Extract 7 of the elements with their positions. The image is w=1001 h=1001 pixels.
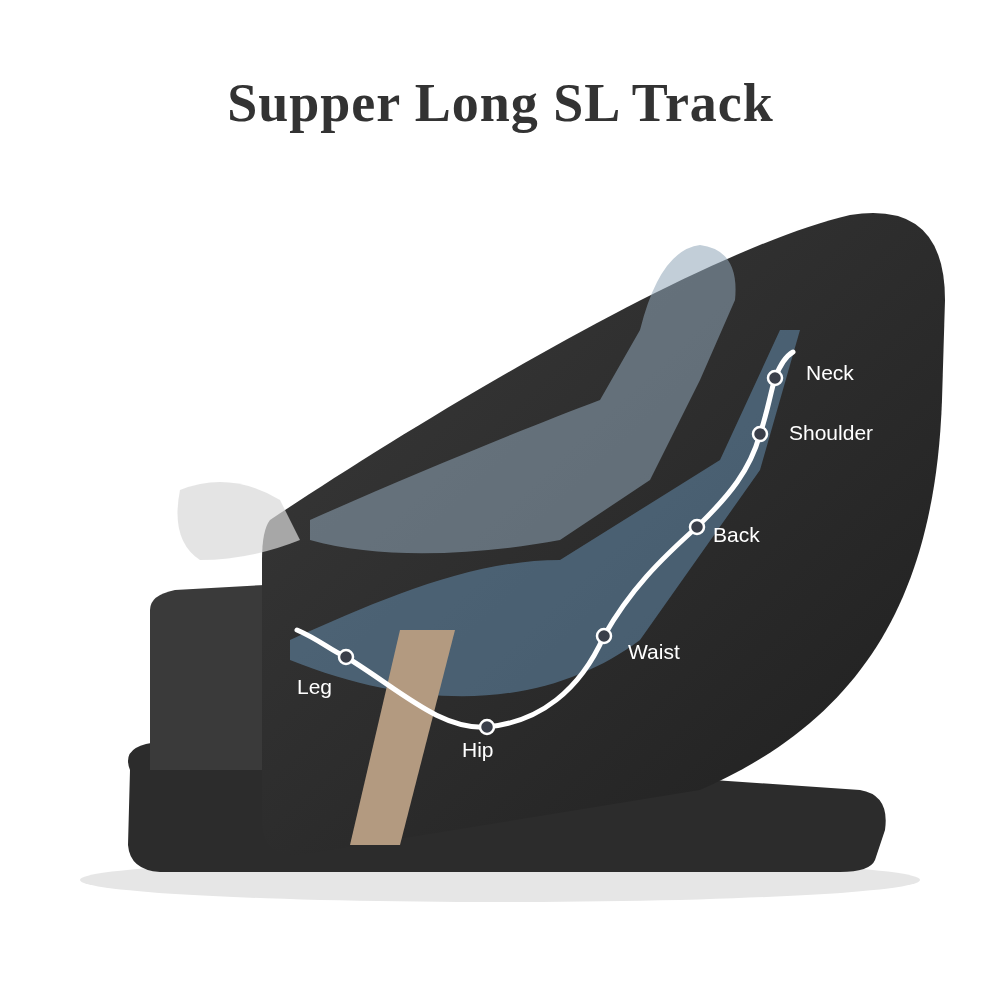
- body-part-label: Back: [713, 524, 760, 545]
- body-part-label: Leg: [297, 676, 333, 697]
- title: Supper Long SL Track: [226, 72, 775, 134]
- body-part-label: Hip: [462, 739, 494, 760]
- body-part-label: Shoulder: [789, 422, 874, 443]
- body-part-label: Waist: [628, 641, 680, 662]
- body-part-label: Neck: [806, 362, 854, 383]
